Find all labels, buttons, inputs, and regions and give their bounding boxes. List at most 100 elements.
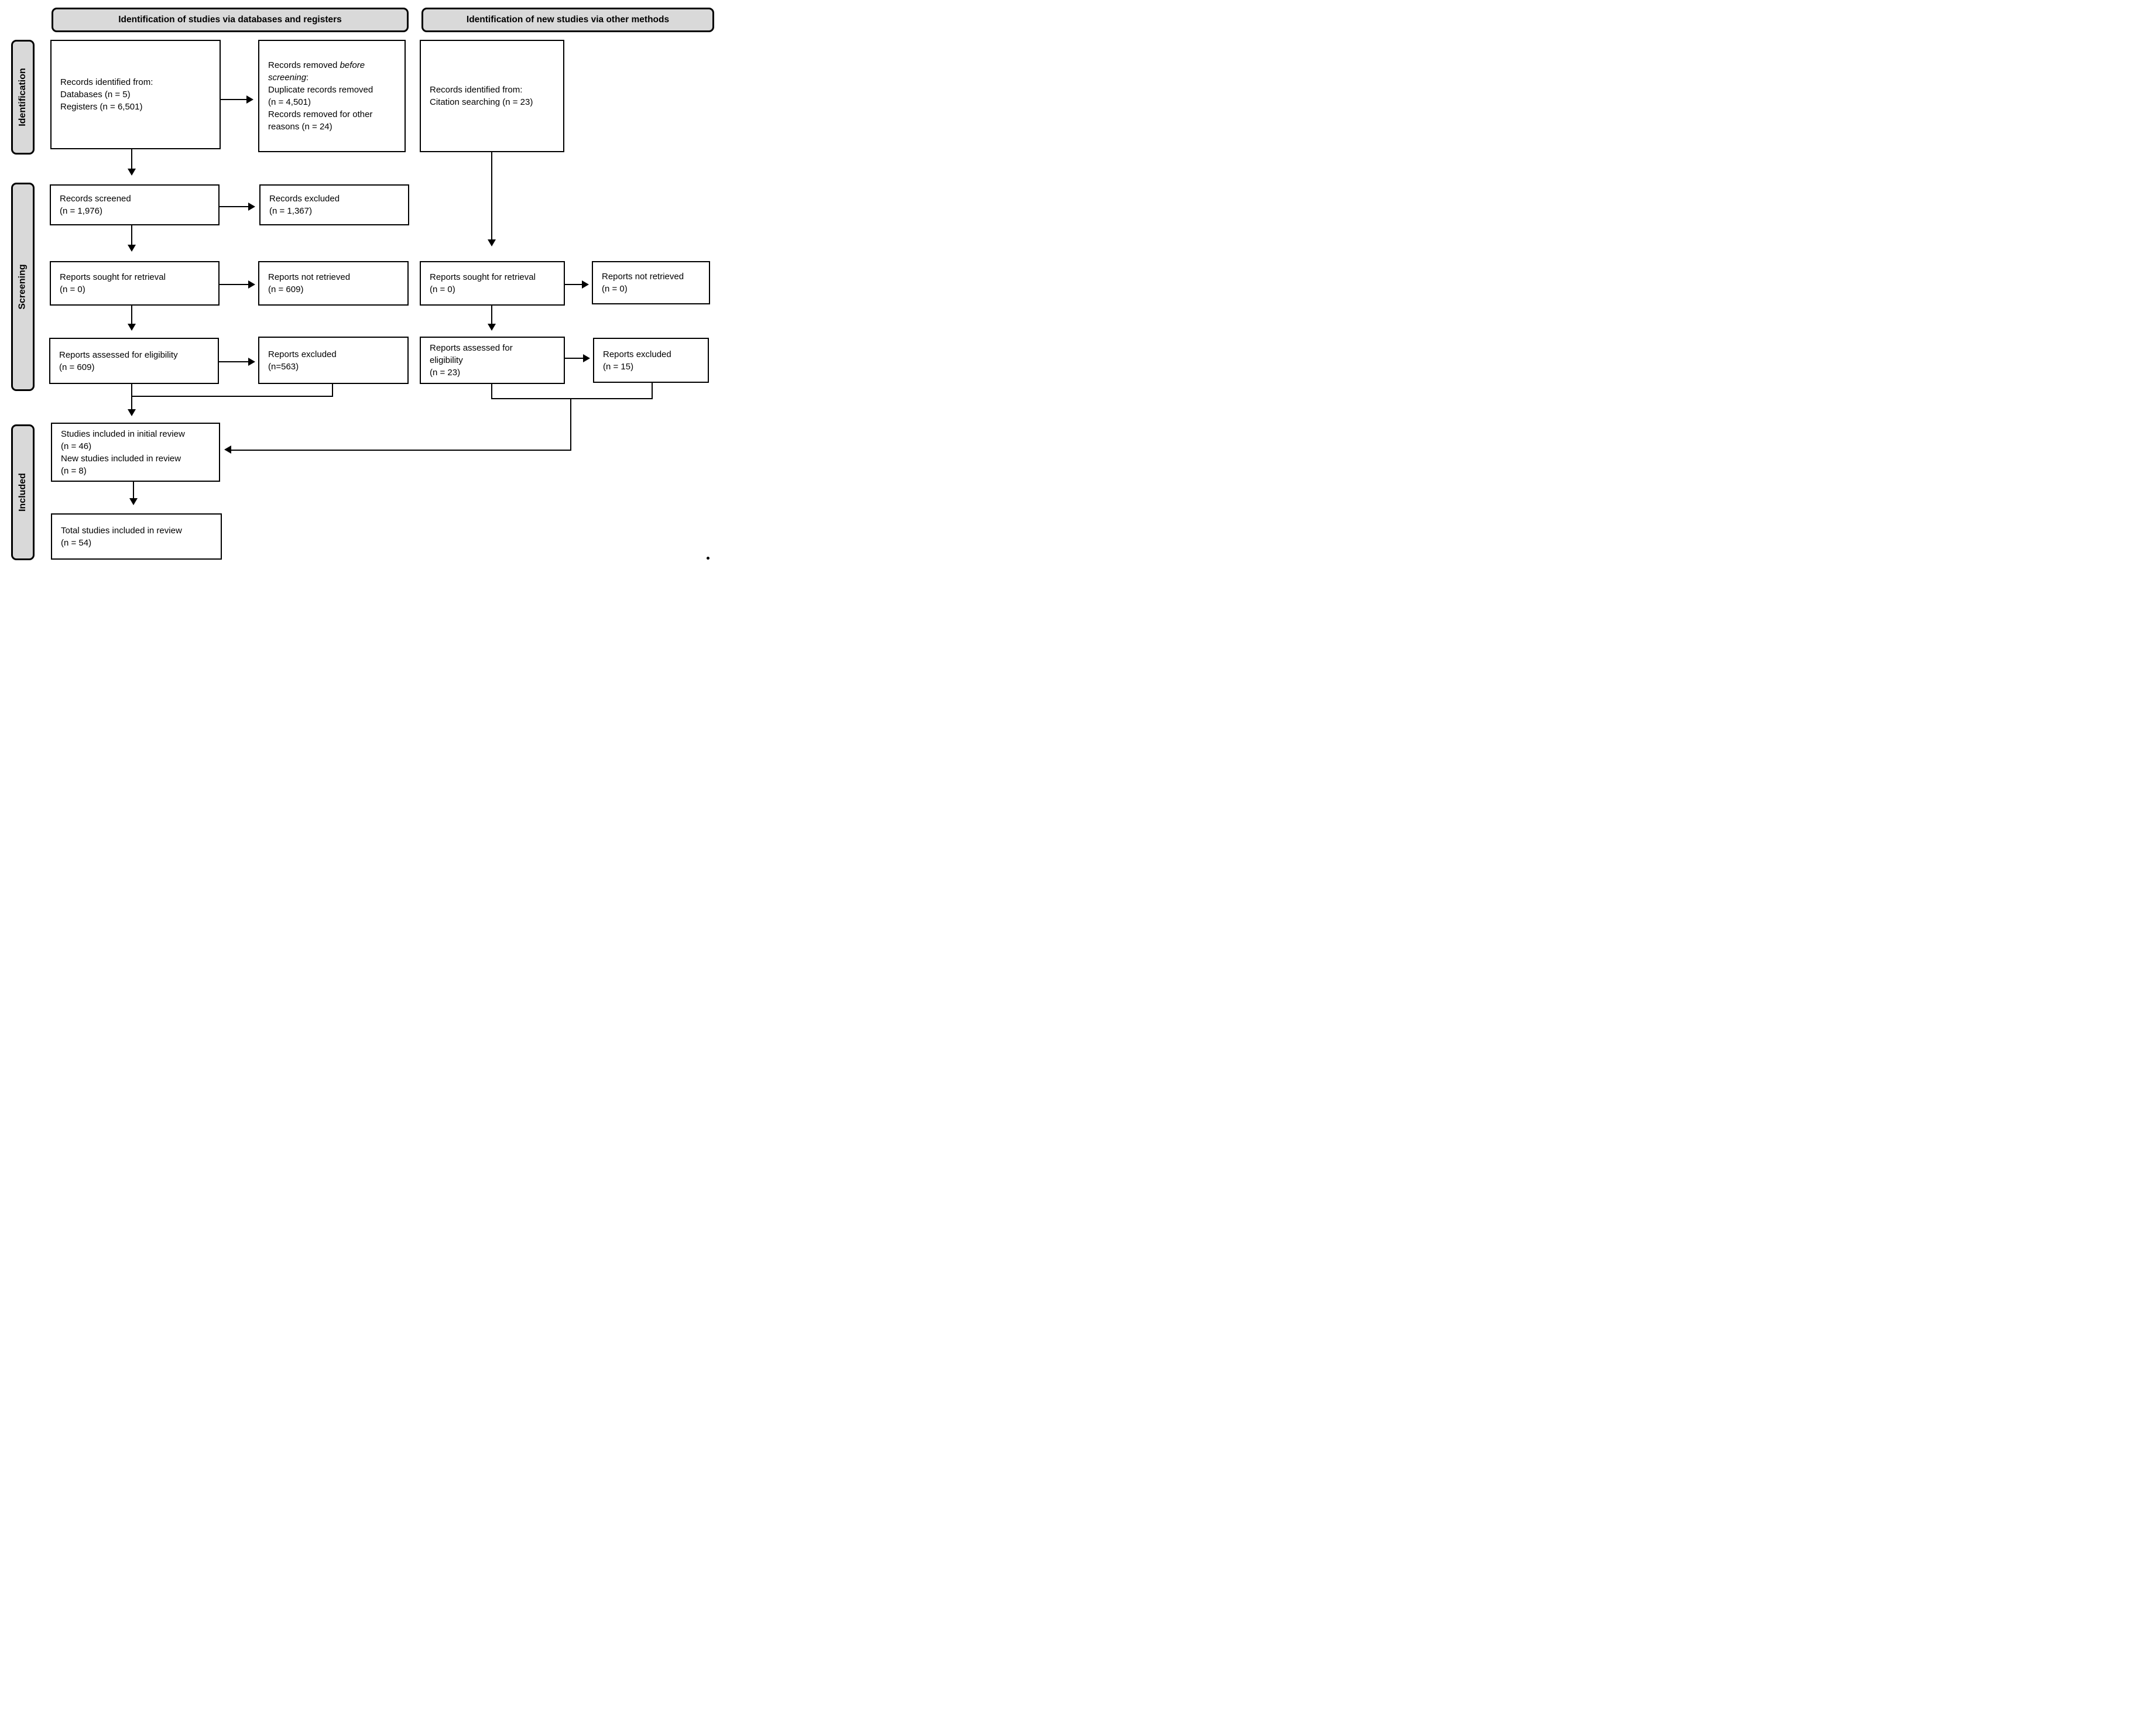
box-line-text: : bbox=[306, 73, 309, 83]
connector-right-merge-drop bbox=[570, 398, 571, 451]
box-total-studies: Total studies included in review (n = 54… bbox=[51, 513, 222, 560]
header-other-methods: Identification of new studies via other … bbox=[421, 8, 714, 32]
arrow-screened-to-sought bbox=[131, 225, 132, 245]
box-line: (n = 15) bbox=[603, 361, 634, 372]
box-line: Records identified from: bbox=[430, 85, 523, 95]
box-line: (n = 0) bbox=[602, 284, 628, 294]
box-studies-included: Studies included in initial review (n = … bbox=[51, 423, 220, 482]
box-reports-not-retrieved-databases: Reports not retrieved (n = 609) bbox=[258, 261, 409, 306]
arrow-screened-to-excluded bbox=[220, 206, 248, 207]
box-line: New studies included in review bbox=[61, 453, 181, 464]
box-line: (n = 1,976) bbox=[60, 206, 102, 216]
box-line: Reports excluded bbox=[268, 349, 337, 359]
arrow-assessed-to-excluded-db bbox=[219, 361, 248, 362]
box-line-italic: screening bbox=[268, 73, 307, 83]
box-line: (n = 54) bbox=[61, 537, 92, 548]
arrow-other-methods-to-studies-included bbox=[231, 450, 571, 451]
box-line: Duplicate records removed bbox=[268, 85, 373, 95]
arrow-sought-to-assessed-db bbox=[131, 306, 132, 324]
arrowhead-right-icon bbox=[582, 280, 589, 289]
box-line: Databases (n = 5) bbox=[60, 90, 131, 100]
box-line: screening: bbox=[268, 71, 402, 84]
arrow-identified-to-removed bbox=[221, 99, 246, 100]
arrowhead-down-icon bbox=[128, 409, 136, 416]
arrow-sought-to-not-retrieved-other bbox=[565, 284, 582, 285]
box-line: (n = 609) bbox=[59, 362, 95, 372]
box-records-identified-citation: Records identified from: Citation search… bbox=[420, 40, 564, 152]
box-line: Reports sought for retrieval bbox=[60, 272, 166, 282]
stage-label-included: Included bbox=[11, 424, 35, 560]
arrow-identified-to-screened bbox=[131, 149, 132, 169]
arrowhead-down-icon bbox=[488, 324, 496, 331]
box-line: Records identified from: bbox=[60, 77, 153, 87]
arrowhead-down-icon bbox=[129, 498, 138, 505]
connector-left-merge-stub-assessed bbox=[131, 384, 132, 397]
box-line: (n = 4,501) bbox=[268, 97, 311, 107]
box-line: Reports assessed for eligibility bbox=[59, 349, 178, 360]
box-line: Records screened bbox=[60, 194, 131, 204]
box-line: (n = 8) bbox=[61, 465, 87, 476]
stage-label-identification: Identification bbox=[11, 40, 35, 155]
connector-right-merge bbox=[491, 398, 653, 399]
box-reports-assessed-databases: Reports assessed for eligibility (n = 60… bbox=[49, 338, 219, 384]
box-line: (n = 0) bbox=[430, 284, 455, 294]
arrow-merge-to-studies-included bbox=[131, 396, 132, 409]
header-databases-registers: Identification of studies via databases … bbox=[52, 8, 409, 32]
box-line: Registers (n = 6,501) bbox=[60, 102, 143, 112]
arrowhead-right-icon bbox=[248, 203, 255, 211]
arrowhead-left-icon bbox=[224, 445, 231, 454]
connector-left-merge bbox=[131, 396, 333, 397]
box-line: Reports assessed for bbox=[430, 343, 513, 353]
box-records-screened: Records screened (n = 1,976) bbox=[50, 184, 220, 225]
connector-right-merge-stub-excluded bbox=[652, 383, 653, 399]
box-line: (n = 609) bbox=[268, 284, 304, 294]
box-line: Records excluded bbox=[269, 194, 340, 204]
connector-left-merge-stub-excluded bbox=[332, 384, 333, 397]
arrow-sought-to-assessed-other bbox=[491, 306, 492, 324]
box-line: Records removed before bbox=[268, 59, 402, 71]
header-databases-registers-label: Identification of studies via databases … bbox=[118, 15, 342, 25]
box-line: Total studies included in review bbox=[61, 525, 182, 536]
box-line: (n = 23) bbox=[430, 368, 461, 378]
arrowhead-down-icon bbox=[488, 239, 496, 246]
box-records-removed-before-screening: Records removed before screening: Duplic… bbox=[258, 40, 406, 152]
stage-label-screening: Screening bbox=[11, 183, 35, 391]
arrowhead-right-icon bbox=[246, 95, 253, 104]
box-line: reasons (n = 24) bbox=[268, 122, 333, 132]
arrowhead-right-icon bbox=[248, 358, 255, 366]
arrowhead-down-icon bbox=[128, 245, 136, 252]
box-line: (n = 1,367) bbox=[269, 206, 312, 216]
box-line: (n = 0) bbox=[60, 284, 85, 294]
box-line: Reports not retrieved bbox=[268, 272, 351, 282]
box-line: eligibility bbox=[430, 355, 463, 365]
box-records-identified-databases: Records identified from: Databases (n = … bbox=[50, 40, 221, 149]
stage-screening-text: Screening bbox=[18, 264, 28, 310]
box-reports-excluded-other: Reports excluded (n = 15) bbox=[593, 338, 709, 383]
box-reports-sought-other: Reports sought for retrieval (n = 0) bbox=[420, 261, 565, 306]
box-line-text: Records removed bbox=[268, 60, 340, 70]
header-other-methods-label: Identification of new studies via other … bbox=[466, 15, 670, 25]
connector-right-merge-stub-assessed bbox=[491, 384, 492, 399]
box-line: Citation searching (n = 23) bbox=[430, 97, 533, 107]
box-line: Records removed for other bbox=[268, 109, 373, 119]
box-line: Reports sought for retrieval bbox=[430, 272, 536, 282]
box-reports-not-retrieved-other: Reports not retrieved (n = 0) bbox=[592, 261, 710, 304]
arrowhead-right-icon bbox=[248, 280, 255, 289]
box-line: (n=563) bbox=[268, 361, 299, 372]
box-line: (n = 46) bbox=[61, 441, 92, 451]
box-line: Reports not retrieved bbox=[602, 272, 684, 282]
prisma-flow-diagram: Identification of studies via databases … bbox=[0, 0, 719, 571]
box-reports-excluded-databases: Reports excluded (n=563) bbox=[258, 337, 409, 384]
box-line: Reports excluded bbox=[603, 349, 671, 359]
arrow-sought-to-not-retrieved-db bbox=[220, 284, 248, 285]
arrow-assessed-to-excluded-other bbox=[565, 358, 583, 359]
arrow-citation-to-sought bbox=[491, 152, 492, 239]
stage-included-text: Included bbox=[18, 473, 28, 512]
box-records-excluded: Records excluded (n = 1,367) bbox=[259, 184, 409, 225]
box-reports-assessed-other: Reports assessed for eligibility (n = 23… bbox=[420, 337, 565, 384]
box-line-italic: before bbox=[340, 60, 365, 70]
footnote-period bbox=[707, 557, 709, 560]
arrowhead-down-icon bbox=[128, 169, 136, 176]
arrow-studies-to-total bbox=[133, 482, 134, 498]
box-reports-sought-databases: Reports sought for retrieval (n = 0) bbox=[50, 261, 220, 306]
